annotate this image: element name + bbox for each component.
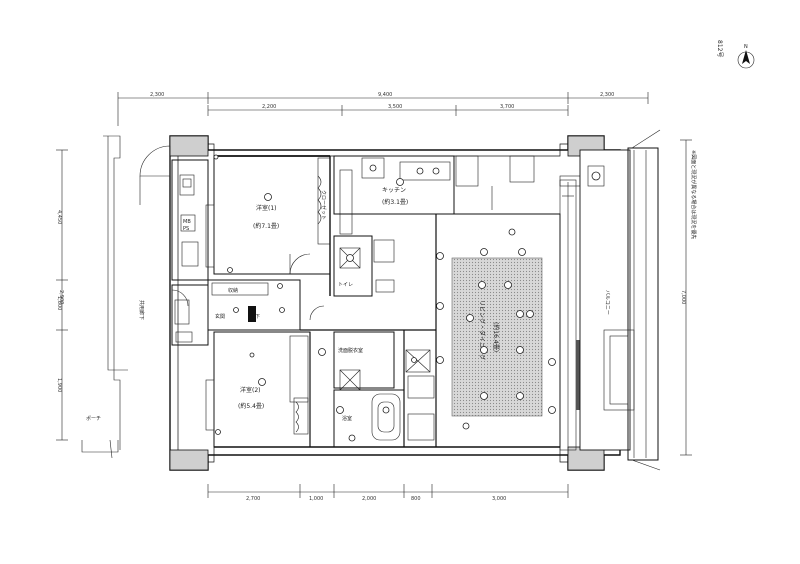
- closet-label: クローゼット: [320, 190, 327, 220]
- interior-partitions: [214, 156, 560, 448]
- dim-bottom-2: 1,000: [309, 496, 323, 502]
- washroom-label: 洗面脱衣室: [338, 347, 363, 354]
- dim-bottom-3: 2,000: [362, 496, 376, 502]
- ps-label: PS: [183, 226, 189, 232]
- ceiling-light-icon-2: [258, 378, 266, 386]
- meter-box-icon: [179, 174, 195, 196]
- kitchen-label: キッチン: [382, 187, 406, 194]
- mb-label: MB: [183, 219, 191, 225]
- top-dimensions: 2,300 9,400 2,300 2,200 3,500 3,700: [117, 92, 649, 126]
- dim-top-sub-3: 3,700: [500, 104, 514, 110]
- western1-size: (約7.1畳): [253, 222, 279, 230]
- north-label: N: [744, 44, 748, 50]
- refrigerator-icon: [361, 157, 385, 179]
- dim-left-outer: 2,900: [58, 290, 64, 304]
- outdoor-unit-icon: [591, 171, 601, 181]
- sliding-window-icon: [559, 179, 577, 451]
- living-dining: リビング・ダイニング (約16.4畳): [435, 175, 581, 451]
- dim-top-sub-2: 3,500: [388, 104, 402, 110]
- dim-top-total: 9,400: [378, 92, 392, 98]
- western2-size: (約5.4畳): [238, 402, 264, 410]
- pipe-space-icon: [180, 214, 196, 232]
- bathroom-label: 浴室: [342, 415, 352, 422]
- left-dimensions: 4,450 1,600 1,900 2,900: [56, 149, 68, 441]
- dim-bottom-1: 2,700: [246, 496, 260, 502]
- dim-left-1: 4,450: [56, 210, 62, 224]
- shoe-cabinet-icon: [248, 306, 256, 322]
- unit-header: 812号 N ※図面と現況が異なる場合は現況を優先: [690, 40, 755, 239]
- dim-top-sub-1: 2,200: [262, 104, 276, 110]
- storage-label: 収納: [228, 287, 238, 294]
- window-icon: [205, 204, 215, 268]
- kitchen-counter-icon: [399, 161, 451, 181]
- window-icon-2: [205, 379, 215, 431]
- corridor-label: 共用廊下: [138, 300, 145, 320]
- unit-number: 812号: [716, 40, 723, 57]
- common-corridor: 共用廊下 ポーチ: [81, 135, 145, 459]
- ldk-floor-area: [451, 257, 543, 417]
- ldk-size: (約16.4畳): [492, 322, 500, 352]
- dim-top-right: 2,300: [600, 92, 614, 98]
- balcony-label: バルコニー: [604, 290, 610, 315]
- western-room-2: 洋室(2) (約5.4畳): [205, 331, 311, 448]
- service-column: MB PS: [139, 145, 209, 346]
- north-arrow-needle-icon: [742, 50, 750, 64]
- toilet-area: トイレ: [333, 235, 395, 297]
- closet-door-icon-2: [295, 401, 299, 433]
- dim-bottom-4: 800: [411, 496, 421, 502]
- toilet-label: トイレ: [338, 282, 353, 288]
- hallway: 収納 廊下 玄関: [207, 279, 325, 331]
- ceiling-light-icon: [264, 193, 272, 201]
- plan-note: ※図面と現況が異なる場合は現況を優先: [690, 150, 697, 239]
- washroom: 洗面脱衣室: [318, 331, 431, 414]
- right-dimensions: 7,000: [680, 139, 692, 456]
- dim-top-left: 2,300: [150, 92, 164, 98]
- dim-bottom-5: 3,000: [492, 496, 506, 502]
- dim-left-3: 1,900: [56, 378, 62, 392]
- dim-left-2: 1,600: [56, 296, 62, 310]
- ldk-label: リビング・ダイニング: [478, 300, 486, 360]
- western1-label: 洋室(1): [256, 204, 277, 212]
- toilet-icon: [346, 254, 354, 262]
- dim-right-1: 7,000: [680, 290, 686, 304]
- kitchen-size: (約3.1畳): [382, 198, 408, 206]
- bathtub-icon: [371, 393, 401, 441]
- entrance-door-swing-icon: [139, 145, 171, 177]
- entrance-label: 玄関: [215, 313, 225, 320]
- alcove-label: ポーチ: [86, 415, 101, 422]
- western2-label: 洋室(2): [240, 386, 261, 394]
- balcony: バルコニー: [579, 129, 661, 471]
- bottom-dimensions: 2,700 1,000 2,000 800 3,000: [207, 484, 569, 502]
